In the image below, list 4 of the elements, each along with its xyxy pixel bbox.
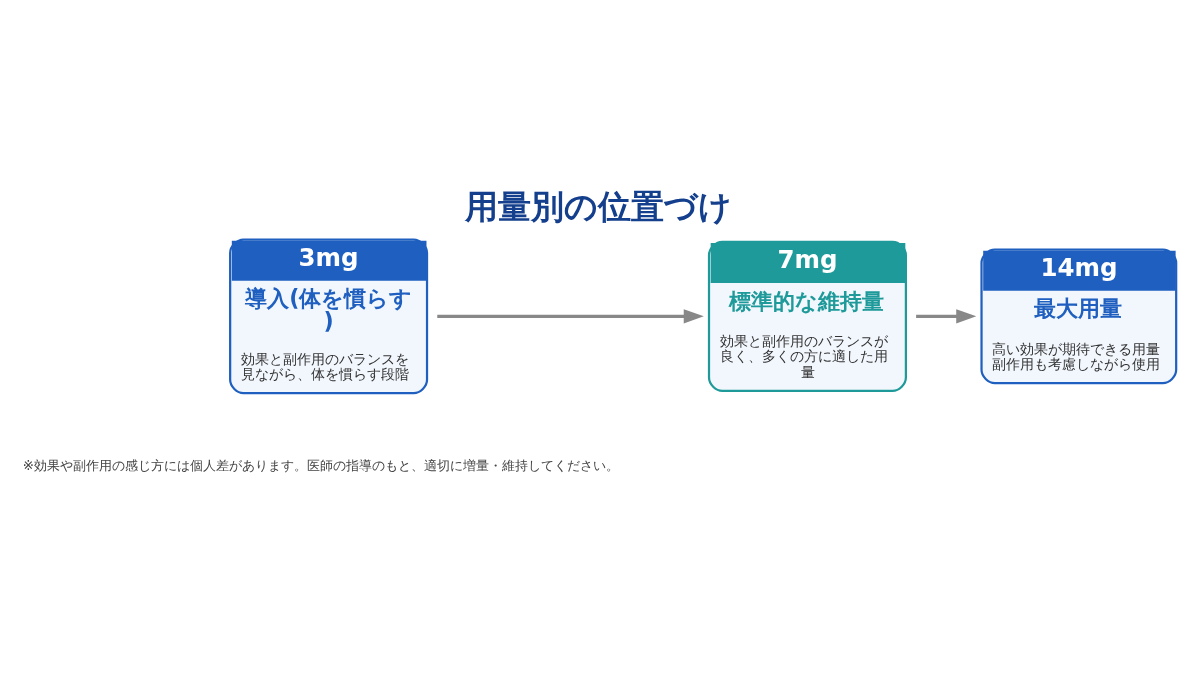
- diagram-title: 用量別の位置づけ: [464, 187, 732, 227]
- arrow: [437, 309, 704, 324]
- caption: ※効果や副作用の感じ方には個人差があります。医師の指導のもと、適切に増量・維持してください。: [22, 457, 619, 473]
- arrow: [916, 309, 977, 324]
